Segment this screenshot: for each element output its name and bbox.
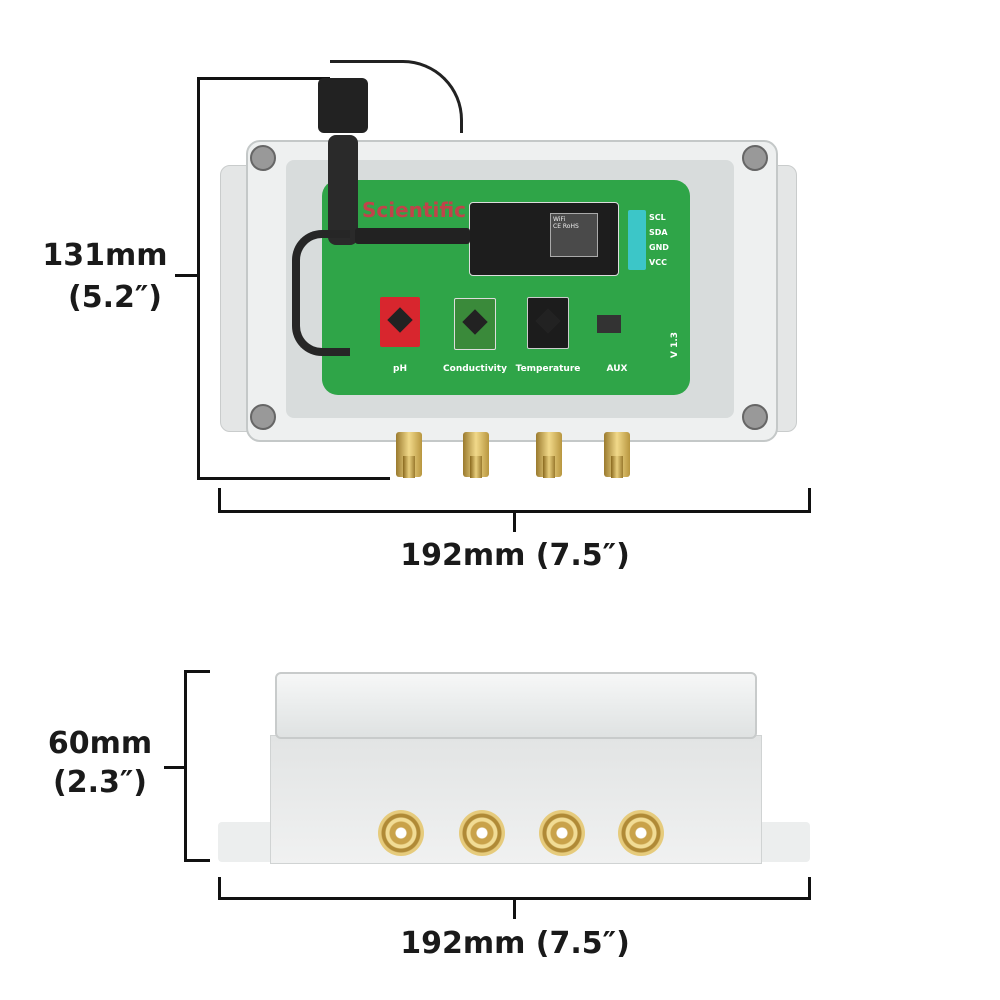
screw-icon (250, 404, 276, 430)
width-tick-left (218, 877, 221, 900)
height-tick-middle (164, 766, 186, 769)
height-tick-top (197, 77, 330, 80)
conductivity-sensor-board (454, 298, 496, 350)
channel-conductivity-label: Conductivity (443, 364, 507, 374)
cable (292, 230, 350, 356)
microcontroller-board: WiFi CE RoHS (469, 202, 619, 276)
enclosure-body (270, 735, 762, 864)
screw-icon (742, 145, 768, 171)
aux-chip (597, 315, 621, 333)
sma-pin (611, 456, 623, 478)
ph-sensor-board (380, 297, 420, 347)
width-tick-right (808, 877, 811, 900)
height-imperial-label: (5.2″) (68, 280, 162, 315)
temperature-sensor-board (527, 297, 569, 349)
width-label: 192mm (7.5″) (400, 538, 630, 573)
screw-icon (742, 404, 768, 430)
sma-pin (403, 456, 415, 478)
pcb-board: Scientific WiFi CE RoHS SCL SDA GND VCC … (322, 180, 690, 395)
brand-logo: Scientific (362, 198, 467, 222)
sma-connector-front (618, 810, 664, 856)
terminal-scl-label: SCL (649, 213, 666, 222)
cable-strain-relief (328, 135, 358, 245)
sma-connector-front (539, 810, 585, 856)
width-tick-middle (513, 897, 516, 919)
side-height-label: 60mm (47, 726, 153, 761)
height-label: 131mm (42, 238, 168, 273)
sma-pin (470, 456, 482, 478)
height-tick-middle (175, 274, 199, 277)
wifi-module: WiFi CE RoHS (550, 213, 598, 257)
screw-icon (250, 145, 276, 171)
terminal-block (628, 210, 646, 270)
rohs-label: CE RoHS (553, 223, 579, 230)
height-tick-bottom (184, 859, 210, 862)
width-tick-left (218, 488, 221, 513)
channel-aux-label: AUX (606, 364, 628, 374)
height-tick-top (184, 670, 210, 673)
height-tick-bottom (197, 477, 390, 480)
terminal-vcc-label: VCC (649, 258, 667, 267)
width-tick-right (808, 488, 811, 513)
channel-ph-label: pH (393, 364, 407, 374)
sma-connector-front (459, 810, 505, 856)
usb-cable (355, 228, 470, 244)
height-dimension-line (197, 77, 200, 480)
version-label: V 1.3 (670, 331, 681, 359)
width-tick-middle (513, 510, 516, 532)
terminal-gnd-label: GND (649, 243, 669, 252)
wifi-label: WiFi (553, 216, 566, 223)
terminal-sda-label: SDA (649, 228, 668, 237)
side-height-imperial-label: (2.3″) (53, 765, 147, 800)
channel-temperature-label: Temperature (515, 364, 581, 374)
enclosure-lid (275, 672, 757, 739)
sma-pin (543, 456, 555, 478)
cable-loop (330, 60, 463, 133)
sma-connector-front (378, 810, 424, 856)
side-width-label: 192mm (7.5″) (400, 926, 630, 961)
